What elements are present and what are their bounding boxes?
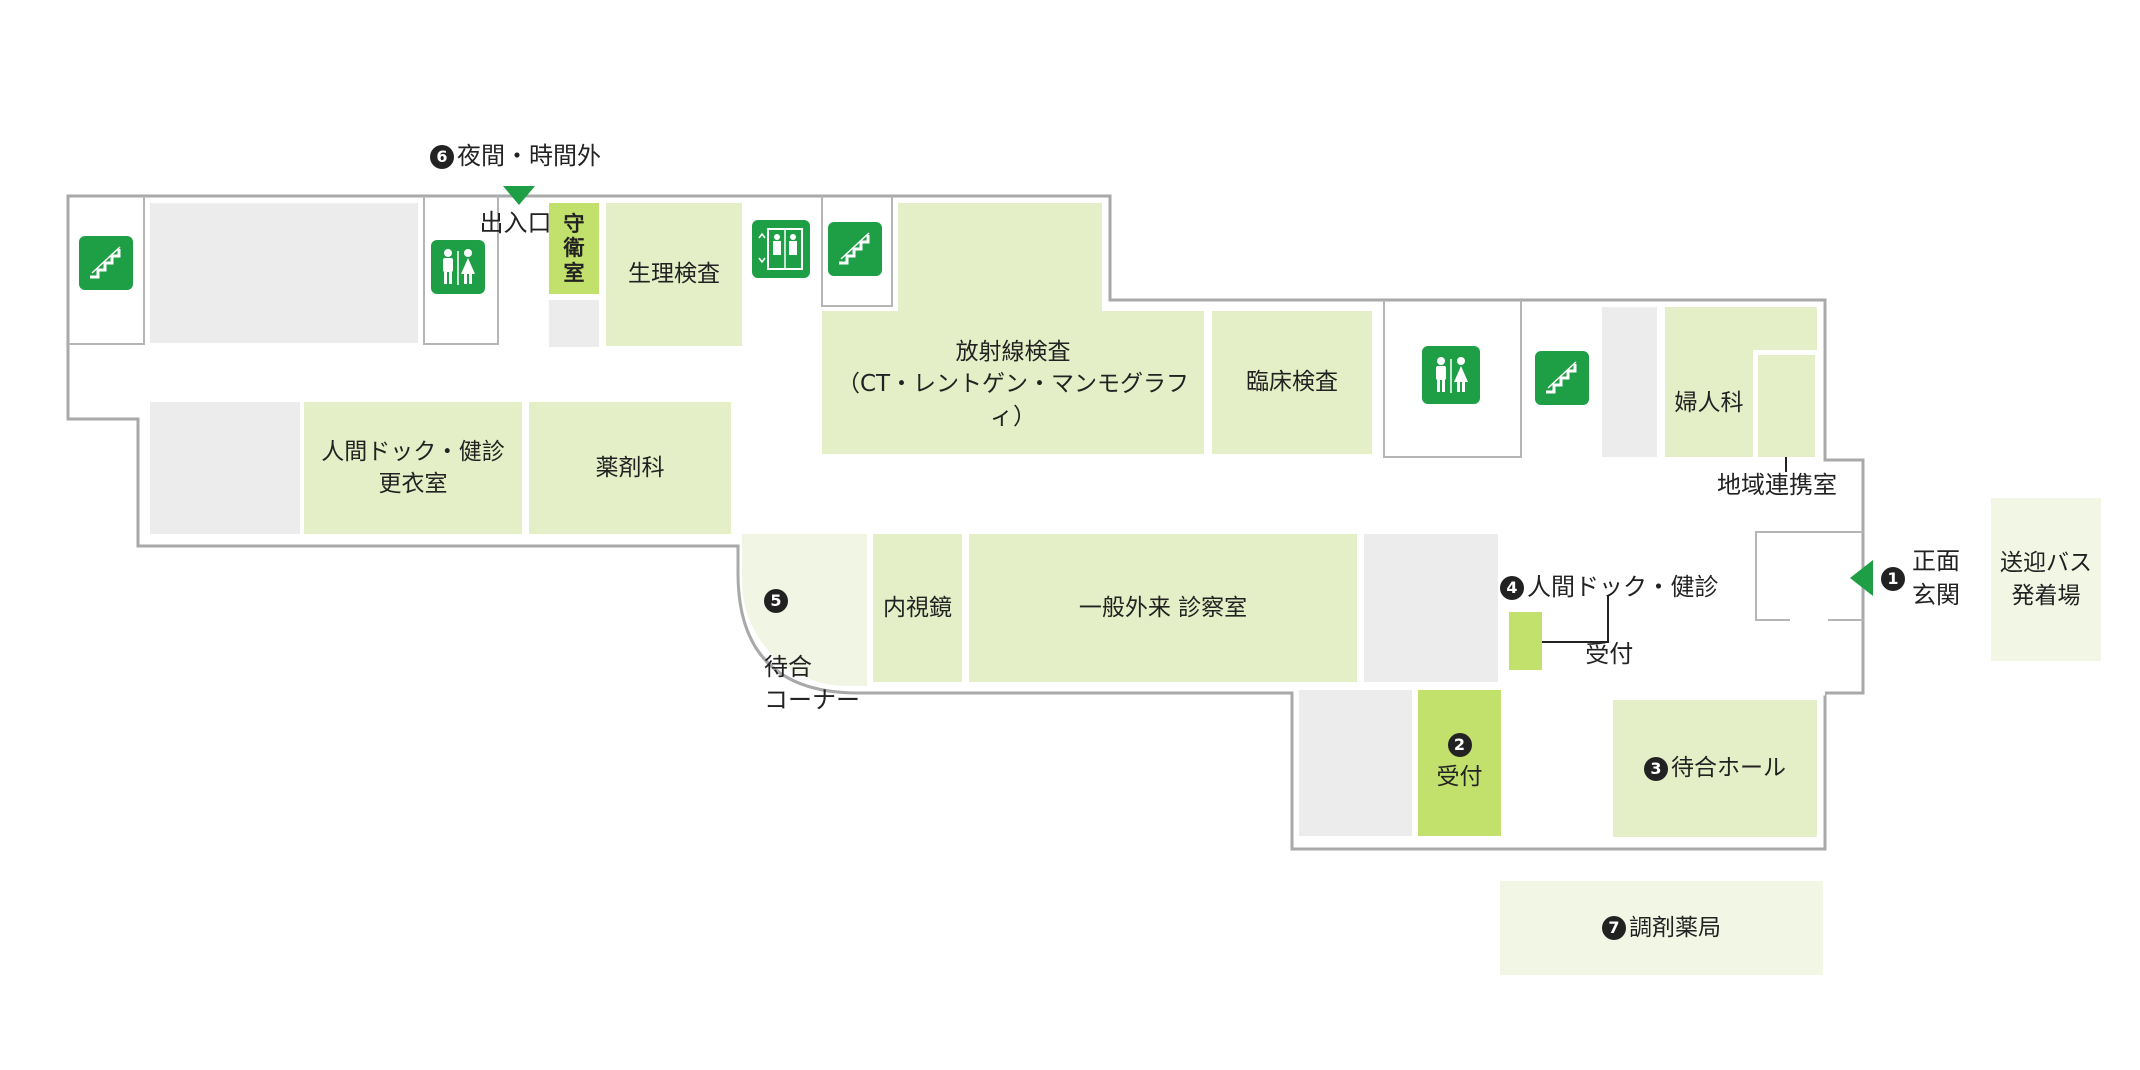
triangle-arrow-icon [503, 186, 535, 205]
endoscopy-room: 内視鏡 [873, 534, 962, 682]
storage-area [150, 402, 300, 534]
dock-locker-room: 人間ドック・健診 更衣室 [304, 402, 522, 534]
number-2-badge: 2 [1447, 732, 1472, 757]
clinical-lab-room: 臨床検査 [1212, 311, 1372, 454]
reception-label: 受付 [1436, 763, 1483, 790]
dispensing-pharmacy-label: 調剤薬局 [1629, 914, 1721, 941]
restroom-icon [1422, 346, 1480, 404]
storage-area [150, 203, 418, 343]
leader-line [1527, 596, 1609, 643]
waiting-corner-label: 待合 コーナー [764, 652, 860, 715]
number-6-badge: 6 [430, 144, 454, 169]
waiting-corner-text: 5 待合 コーナー [764, 550, 860, 718]
stair-alcove-wall [821, 196, 893, 307]
elevator-icon [752, 220, 810, 278]
stairs-icon [1535, 351, 1589, 405]
triangle-arrow-icon [1850, 560, 1873, 596]
gynecology-room: 婦人科 [1665, 350, 1753, 457]
waiting-hall-label: 待合ホール [1671, 755, 1786, 782]
number-7-badge: 7 [1602, 916, 1626, 941]
night-entrance-sub: 出入口 [479, 208, 552, 237]
physiology-lab-room: 生理検査 [606, 203, 742, 346]
pharmacy-dept-room: 薬剤科 [529, 402, 731, 534]
guard-room: 守 衛 室 [549, 203, 599, 294]
storage-area [1602, 307, 1657, 457]
dock-reception-sub: 受付 [1585, 639, 1634, 668]
outpatient-exam-room: 一般外来 診察室 [969, 534, 1357, 682]
reception-desk: 2 受付 [1418, 690, 1501, 836]
number-4-badge: 4 [1500, 575, 1524, 600]
storage-area [549, 300, 599, 347]
stairs-icon [79, 236, 133, 290]
entrance-vestibule-wall [1755, 531, 1863, 621]
gynecology-annex [1665, 307, 1817, 350]
dock-reception-title: 人間ドック・健診 [1527, 572, 1719, 601]
regional-liaison-room [1758, 355, 1815, 457]
shuttle-bus-stop: 送迎バス 発着場 [1991, 498, 2101, 661]
main-entrance-title: 正面 玄関 [1912, 547, 1960, 609]
storage-area [1364, 534, 1498, 682]
restroom-icon [431, 240, 485, 294]
radiology-annex [898, 203, 1102, 311]
number-5-badge: 5 [764, 588, 788, 613]
stair-alcove-wall [68, 196, 145, 345]
storage-area [1299, 690, 1412, 836]
stairs-icon [828, 222, 882, 276]
dock-reception-counter [1509, 612, 1542, 670]
restroom-alcove-wall [1383, 300, 1522, 458]
main-entrance-label: 1 正面 玄関 [1881, 545, 1960, 612]
number-1-badge: 1 [1881, 566, 1905, 591]
radiology-room: 放射線検査 （CT・レントゲン・マンモグラフィ） [822, 311, 1204, 454]
night-entrance-title: 夜間・時間外 [457, 141, 601, 170]
regional-liaison-label: 地域連携室 [1717, 471, 1837, 499]
number-3-badge: 3 [1644, 756, 1668, 781]
restroom-alcove-wall [423, 196, 499, 345]
